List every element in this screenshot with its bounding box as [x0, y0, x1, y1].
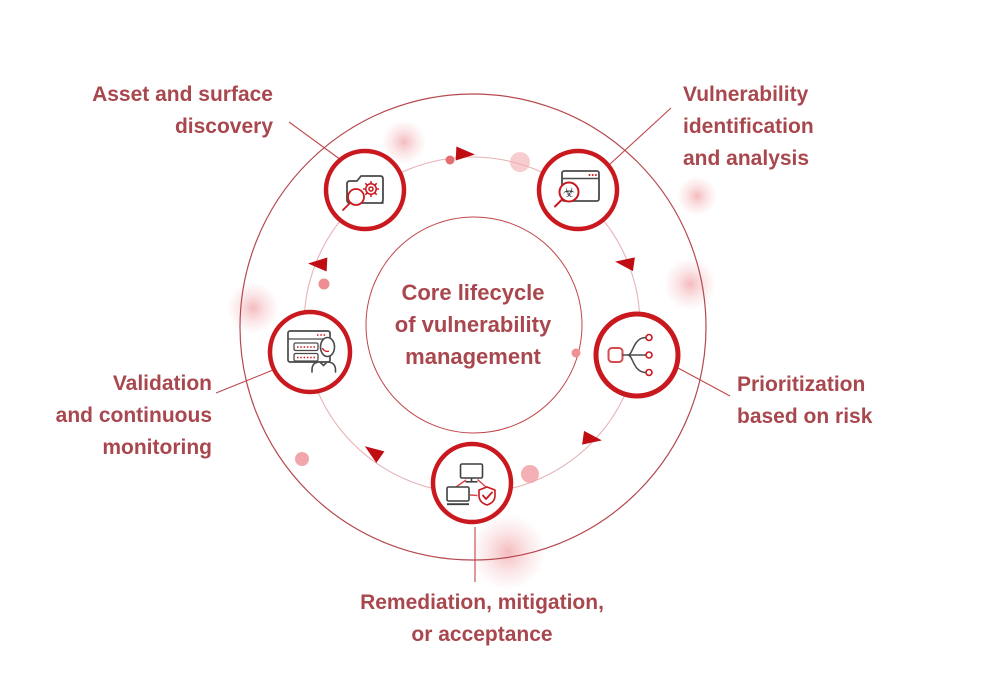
flow-arrow-icons: [308, 146, 635, 463]
devices-shield-check-icon: [446, 463, 496, 506]
stage-label-vulnerability-identification: Vulnerability identification and analysi…: [683, 83, 814, 170]
folder-gear-search-icon: [342, 175, 384, 211]
flow-arrow-icon: [455, 146, 475, 161]
flow-arrow-icon: [364, 446, 385, 463]
stage-label-asset-discovery: Asset and surface discovery: [92, 83, 273, 138]
title-line: management: [405, 344, 541, 369]
stage-label-prioritization: Prioritization based on risk: [737, 373, 873, 428]
inner-circle: [365, 216, 583, 434]
flow-arrow-icon: [582, 430, 602, 445]
node-remediation: [430, 441, 514, 525]
svg-text:☣: ☣: [563, 185, 576, 201]
risk-branching-icon: [607, 333, 653, 377]
outer-circle: [239, 93, 707, 561]
flow-arrow-icon: [615, 257, 635, 272]
stage-label-validation: Validation and continuous monitoring: [55, 372, 212, 459]
flow-arrow-icon: [308, 257, 328, 272]
title-line: of vulnerability: [394, 312, 552, 337]
title-line: Core lifecycle: [401, 280, 545, 305]
accent-dots: [295, 152, 581, 483]
stage-label-remediation: Remediation, mitigation, or acceptance: [360, 591, 604, 646]
report-and-user-icon: [287, 330, 337, 373]
diagram-title: Core lifecycle of vulnerability manageme…: [322, 277, 624, 373]
browser-biohazard-search-icon: ☣: [554, 170, 600, 208]
